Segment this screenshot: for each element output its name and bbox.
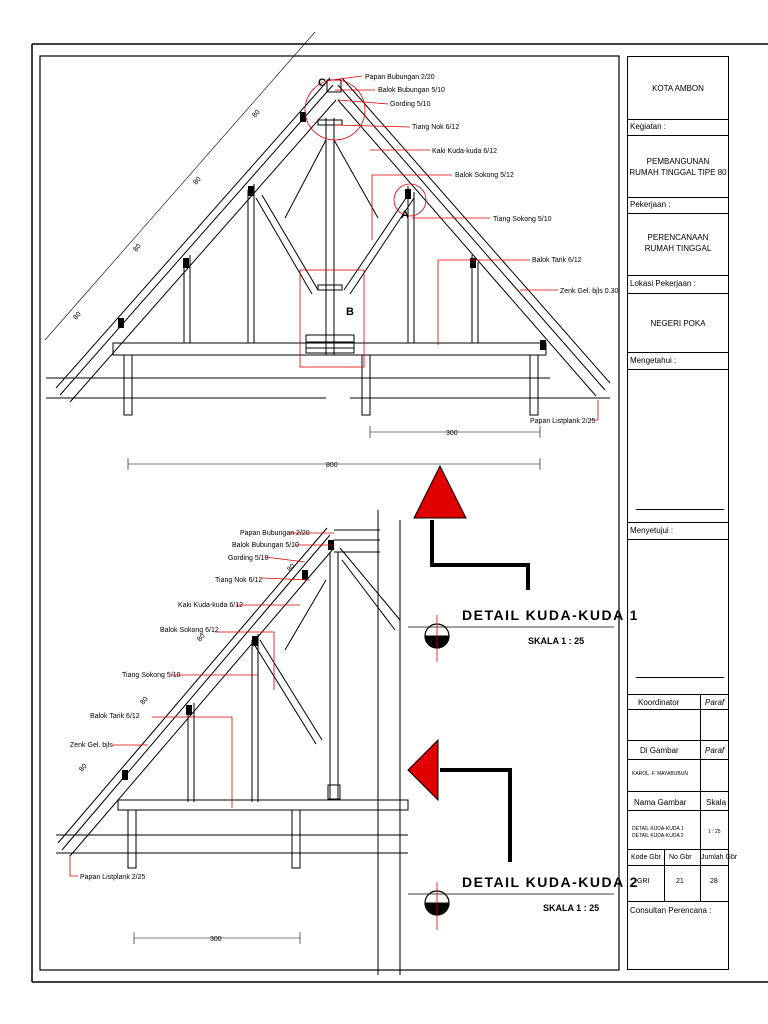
t1-papan-bubungan: Papan Bubungan 2/20	[365, 74, 435, 81]
t1-dim-80-c: 80	[132, 243, 142, 254]
kode-gbr-label: Kode Gbr	[631, 854, 661, 861]
t2-tiang-nok: Tiang Nok 6/12	[215, 577, 262, 584]
arrow-1	[413, 464, 530, 590]
pekerjaan-line2: RUMAH TINGGAL	[644, 244, 712, 253]
marker-a: A	[401, 209, 409, 221]
detail-1-scale: SKALA 1 : 25	[528, 636, 584, 646]
lokasi-value: NEGERI POKA	[650, 319, 706, 328]
detail-2-scale: SKALA 1 : 25	[543, 903, 599, 913]
skala-label: Skala	[706, 798, 727, 807]
detail-2-title: DETAIL KUDA-KUDA 2	[462, 874, 639, 890]
t2-dim-80-c: 80	[139, 696, 149, 707]
truss-1	[44, 31, 611, 470]
t2-kaki-kuda: Kaki Kuda-kuda 6/12	[178, 602, 243, 609]
t1-tiang-sokong: Tiang Sokong 5/10	[493, 216, 552, 223]
arrow-2	[407, 738, 512, 862]
section-symbol-1	[424, 615, 450, 662]
detail-1-title: DETAIL KUDA-KUDA 1	[462, 607, 639, 623]
t2-dim-80-d: 80	[78, 763, 88, 774]
t2-dim-300: 300	[210, 936, 222, 943]
t2-balok-tarik: Balok Tarik 6/12	[90, 713, 140, 720]
signature-line-1	[636, 509, 724, 510]
paraf-label-2: Paraf	[705, 746, 725, 755]
drawing-border	[39, 55, 620, 971]
nama-gambar-line1: DETAIL KUDA-KUDA 1	[632, 826, 684, 832]
kegiatan-line2: RUMAH TINGGAL TIPE 80	[629, 168, 727, 177]
t2-papan-bubungan: Papan Bubungan 2/20	[240, 530, 310, 537]
nama-gambar-line2: DETAIL KUDA-KUDA 2	[632, 833, 684, 839]
no-gbr-value: 21	[676, 878, 684, 885]
t1-zenk: Zenk Gel. bjls 0.30	[560, 288, 618, 295]
kode-gbr-value: GRI	[637, 878, 650, 885]
t2-balok-sokong: Balok Sokong 6/12	[160, 627, 219, 634]
signature-line-2	[636, 677, 724, 678]
lokasi-label: Lokasi Pekerjaan :	[630, 279, 696, 288]
jumlah-gbr-label: Jumlah Gbr	[701, 854, 738, 861]
t2-dim-80-a: 80	[286, 563, 296, 574]
t2-balok-bubungan: Balok Bubungan 5/10	[232, 542, 299, 549]
truss-2	[56, 510, 409, 975]
truss-1-markers	[299, 75, 599, 421]
t1-dim-80-d: 80	[72, 311, 82, 322]
t1-balok-tarik: Balok Tarik 6/12	[532, 257, 582, 264]
skala-value: 1 : 25	[708, 829, 721, 835]
t1-dim-300: 300	[446, 430, 458, 437]
nama-gambar-label: Nama Gambar	[634, 798, 687, 807]
t1-dim-80-b: 80	[192, 176, 202, 187]
drafter-name: KAROL. F. MAYABUBUN	[632, 771, 688, 777]
t2-papan-listplank: Papan Listplank 2/25	[80, 874, 145, 881]
no-gbr-label: No Gbr	[669, 854, 692, 861]
t2-tiang-sokong: Tiang Sokong 5/10	[122, 672, 181, 679]
pekerjaan-line1: PERENCANAAN	[647, 233, 709, 242]
marker-c: C	[318, 77, 326, 89]
digambar-label: Di Gambar	[640, 746, 679, 755]
t1-tiang-nok: Tiang Nok 6/12	[412, 124, 459, 131]
t1-balok-bubungan: Balok Bubungan 5/10	[378, 87, 445, 94]
t1-gording: Gording 5/10	[390, 101, 431, 108]
konsultan-label: Consultan Perencana :	[630, 906, 712, 915]
pekerjaan-label: Pekerjaan :	[630, 200, 671, 209]
marker-b: B	[346, 306, 354, 318]
kegiatan-label: Kegiatan :	[630, 122, 667, 131]
t1-papan-listplank: Papan Listplank 2/25	[530, 418, 595, 425]
jumlah-gbr-value: 28	[710, 878, 718, 885]
t1-balok-sokong: Balok Sokong 5/12	[455, 172, 514, 179]
t2-dim-80-b: 80	[196, 633, 206, 644]
paraf-label-1: Paraf	[705, 698, 725, 707]
menyetujui-label: Menyetujui :	[630, 526, 674, 535]
mengetahui-label: Mengetahui :	[630, 356, 677, 365]
t1-dim-80-a: 80	[251, 109, 261, 120]
kegiatan-line1: PEMBANGUNAN	[646, 157, 710, 166]
section-symbol-2	[424, 882, 450, 930]
title-block: KOTA AMBON Kegiatan : PEMBANGUNAN RUMAH …	[627, 56, 737, 970]
t2-zenk: Zenk Gel. bjls	[70, 742, 113, 749]
t2-gording: Gording 5/10	[228, 555, 269, 562]
koordinator-label: Koordinator	[638, 698, 680, 707]
t1-kaki-kuda: Kaki Kuda-kuda 6/12	[432, 148, 497, 155]
t1-dim-800: 800	[326, 462, 338, 469]
city-name: KOTA AMBON	[652, 84, 704, 93]
truss-2-markers	[69, 532, 334, 877]
